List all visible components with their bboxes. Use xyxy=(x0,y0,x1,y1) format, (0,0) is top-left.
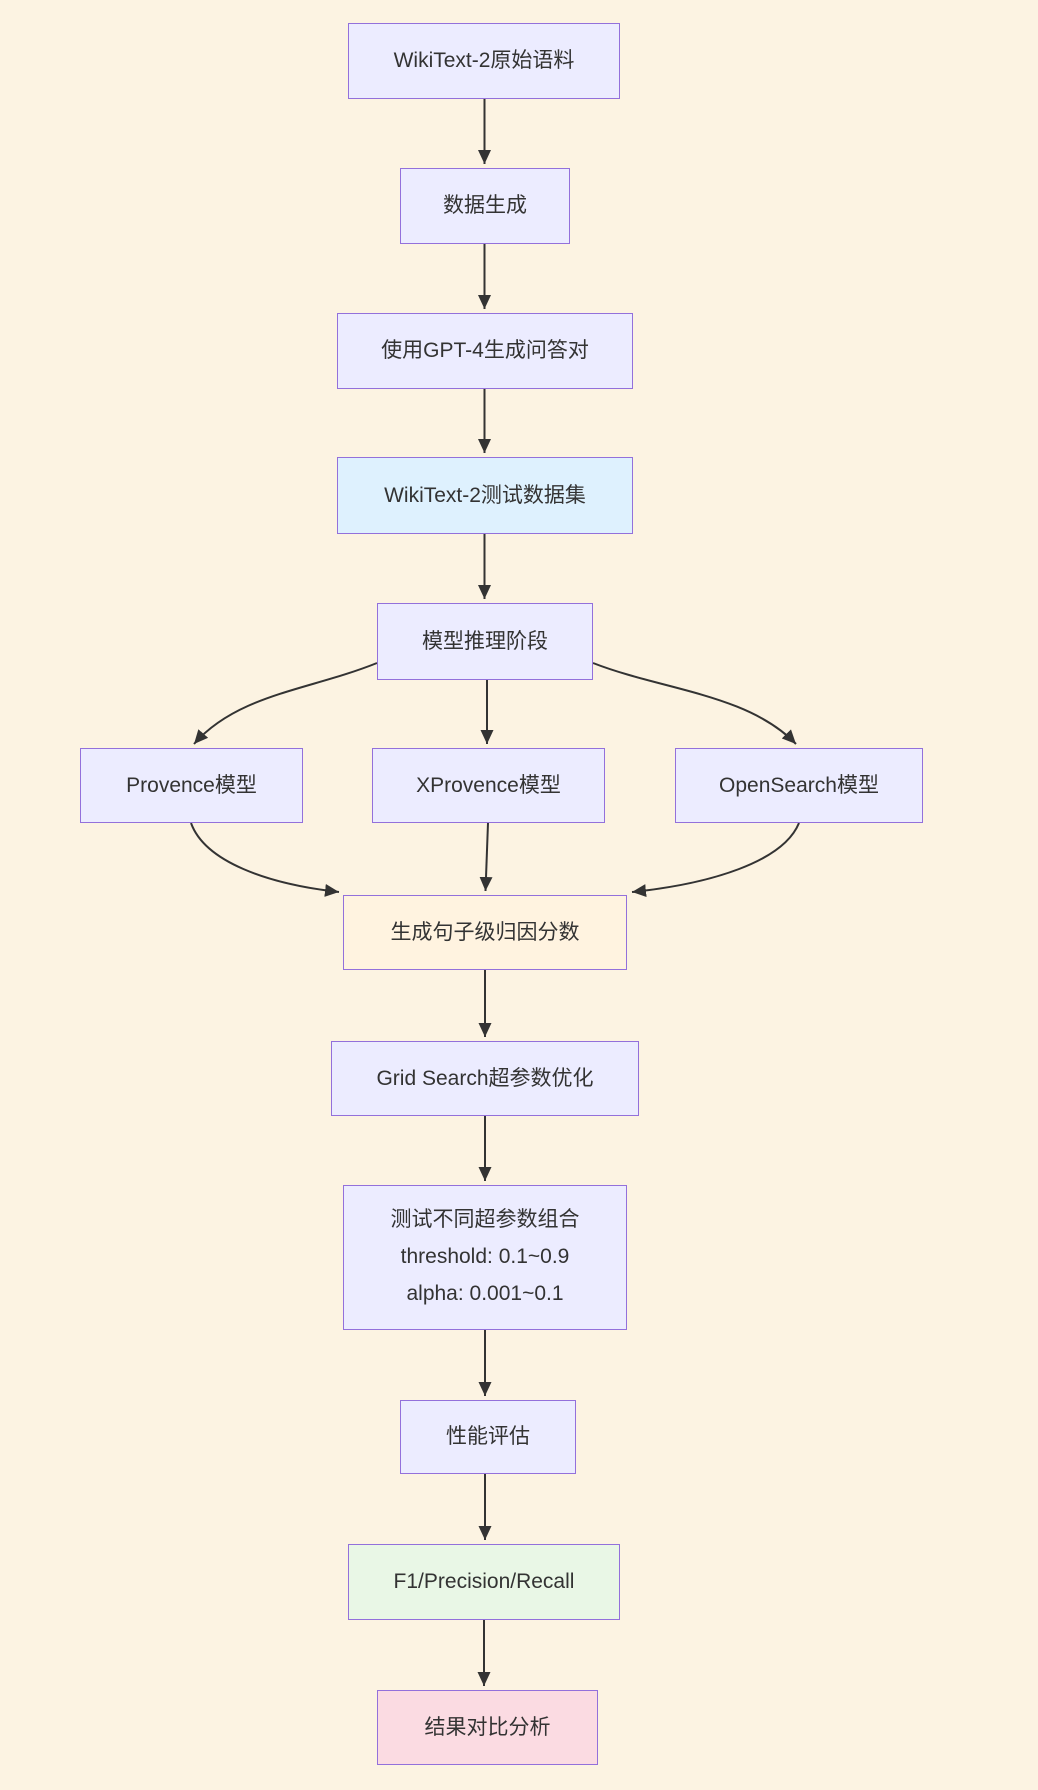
node-f1-precision-recall: F1/Precision/Recall xyxy=(348,1544,620,1620)
node-result-comparison: 结果对比分析 xyxy=(377,1690,598,1765)
node-opensearch-model: OpenSearch模型 xyxy=(675,748,923,823)
node-wikitext-corpus: WikiText-2原始语料 xyxy=(348,23,620,99)
edge-inference-opensearch xyxy=(592,662,797,745)
edge-inference-provence xyxy=(193,662,378,745)
node-model-inference: 模型推理阶段 xyxy=(377,603,593,680)
node-performance-eval: 性能评估 xyxy=(400,1400,576,1474)
node-xprovence-model: XProvence模型 xyxy=(372,748,605,823)
node-grid-search: Grid Search超参数优化 xyxy=(331,1041,639,1116)
node-attribution-scores: 生成句子级归因分数 xyxy=(343,895,627,970)
node-hyperparam-combinations: 测试不同超参数组合 threshold: 0.1~0.9 alpha: 0.00… xyxy=(343,1185,627,1330)
node-gpt4-qa-pairs: 使用GPT-4生成问答对 xyxy=(337,313,633,389)
edge-xprovence-attribution xyxy=(479,822,493,892)
edge-provence-attribution xyxy=(190,822,340,897)
node-provence-model: Provence模型 xyxy=(80,748,303,823)
hyperparam-line-threshold: threshold: 0.1~0.9 xyxy=(400,1245,570,1269)
hyperparam-line-alpha: alpha: 0.001~0.1 xyxy=(406,1281,564,1305)
node-data-generation: 数据生成 xyxy=(400,168,570,244)
node-wikitext-testset: WikiText-2测试数据集 xyxy=(337,457,633,534)
edge-opensearch-attribution xyxy=(631,822,800,898)
hyperparam-line-title: 测试不同超参数组合 xyxy=(390,1208,580,1232)
